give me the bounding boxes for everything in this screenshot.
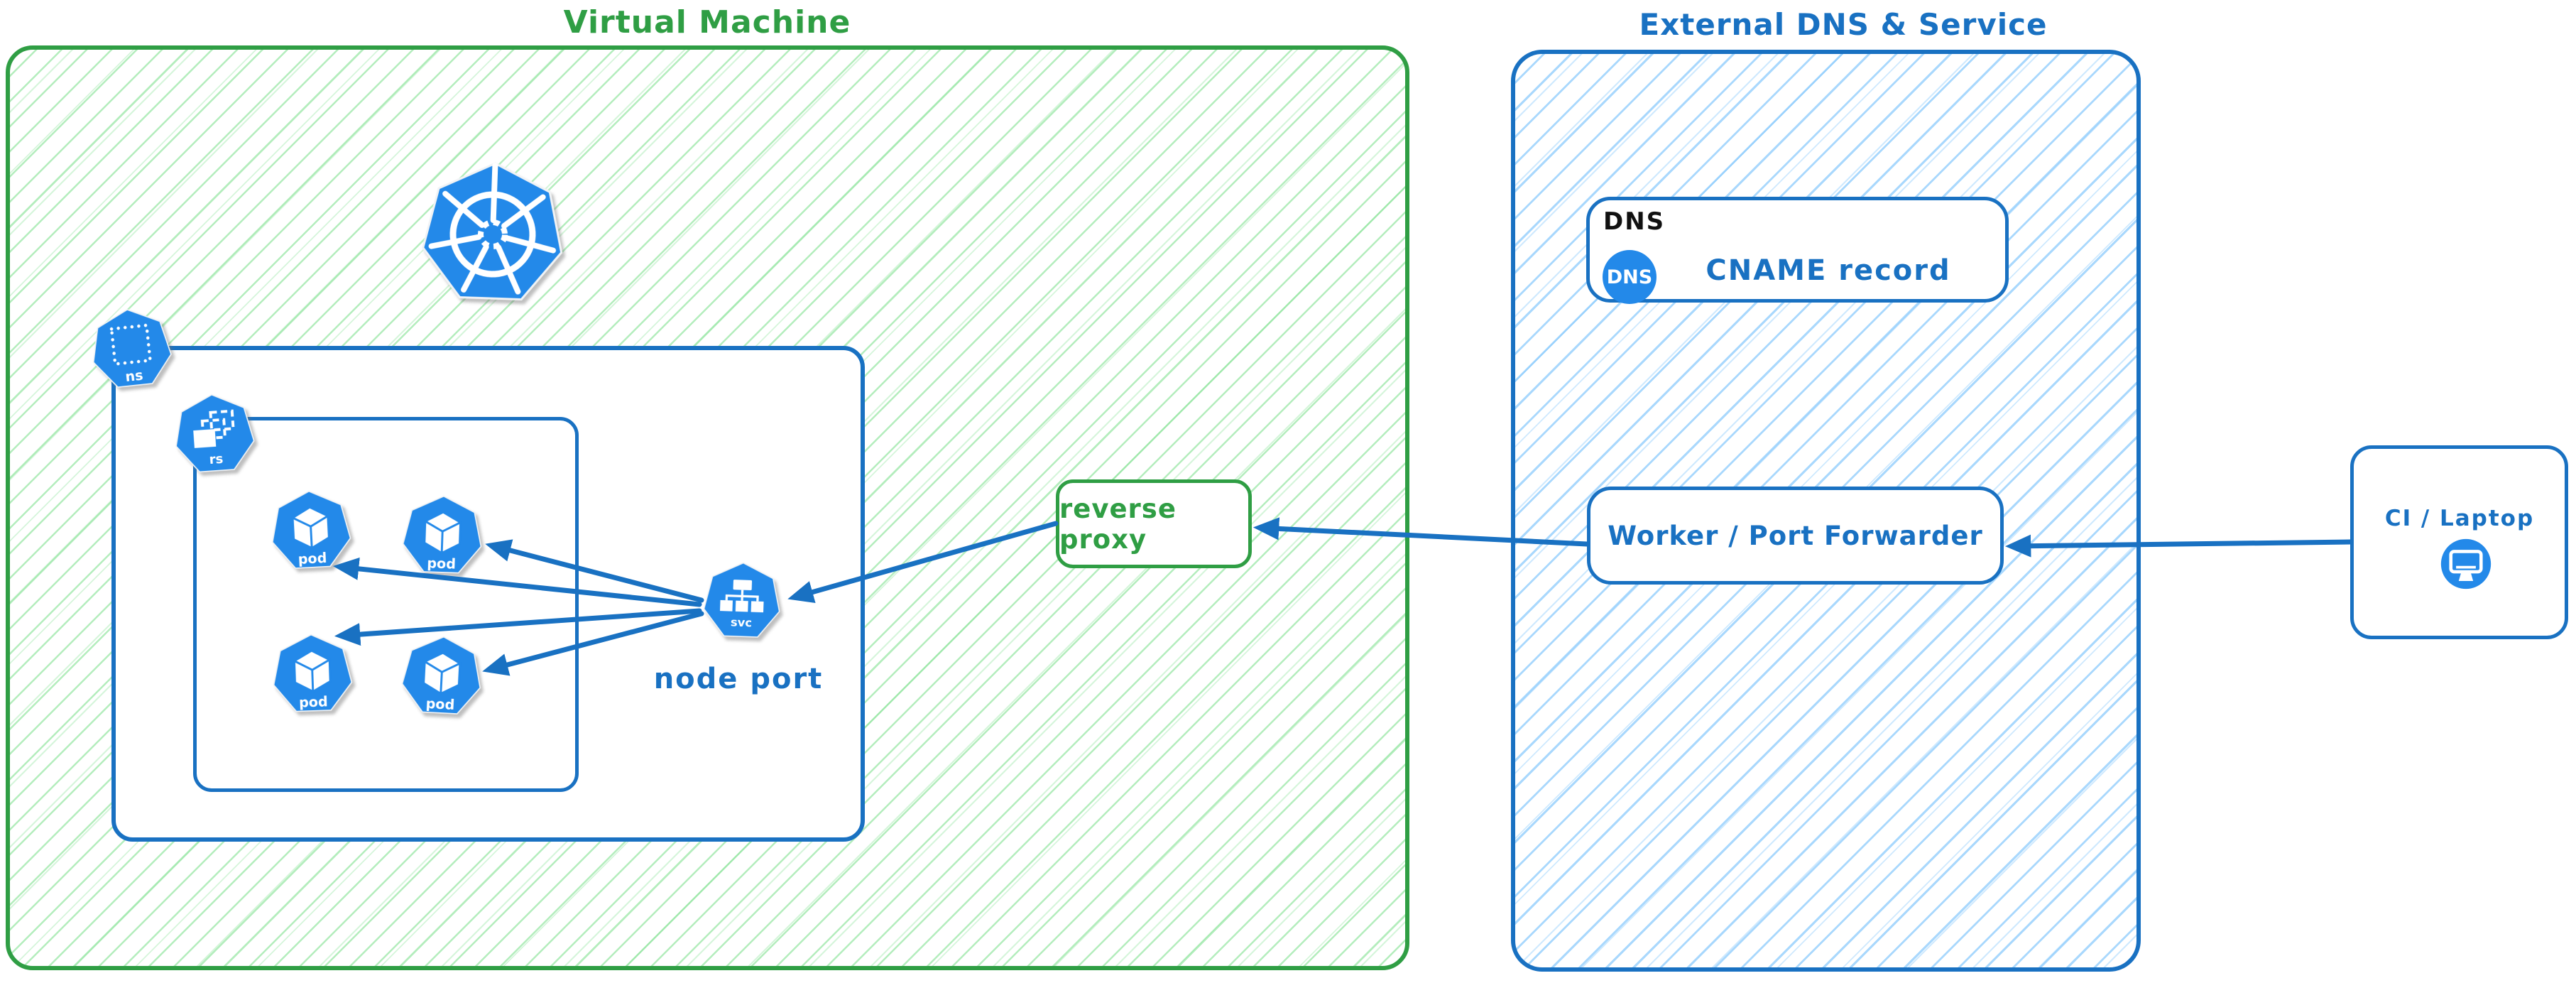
replicaset-icon: rs <box>168 388 261 482</box>
dns-badge-label: DNS <box>1606 266 1653 288</box>
node-port-caption: node port <box>653 663 824 695</box>
namespace-label: ns <box>124 367 143 385</box>
dns-tag-label: DNS <box>1603 207 1666 236</box>
dns-record-card <box>1586 197 2009 303</box>
reverse-proxy-label: reverse proxy <box>1059 493 1177 555</box>
kubernetes-logo-icon <box>412 153 574 315</box>
pod-label: pod <box>298 550 327 567</box>
pod-icon: pod <box>397 491 488 582</box>
pod-icon: pod <box>267 629 358 720</box>
external-dns-service-title: External DNS & Service <box>1639 7 2048 42</box>
namespace-icon: ns <box>83 301 180 398</box>
pod-label: pod <box>427 555 456 572</box>
pod-icon: pod <box>395 631 488 723</box>
worker-port-forwarder-label: Worker / Port Forwarder <box>1608 520 1983 551</box>
worker-port-forwarder-box: Worker / Port Forwarder <box>1587 487 2004 585</box>
pod-label: pod <box>299 693 328 710</box>
reverse-proxy-box: reverse proxy <box>1056 479 1252 568</box>
ci-laptop-label: CI / Laptop <box>2384 506 2535 531</box>
virtual-machine-title: Virtual Machine <box>563 4 851 40</box>
pod-label: pod <box>425 695 455 713</box>
dns-badge-icon: DNS <box>1603 250 1657 304</box>
pod-icon: pod <box>265 485 357 577</box>
service-label: svc <box>731 615 753 629</box>
cname-record-label: CNAME record <box>1705 254 1951 287</box>
replicaset-label: rs <box>209 452 224 467</box>
monitor-icon <box>2440 538 2492 590</box>
service-icon: svc <box>698 558 786 646</box>
